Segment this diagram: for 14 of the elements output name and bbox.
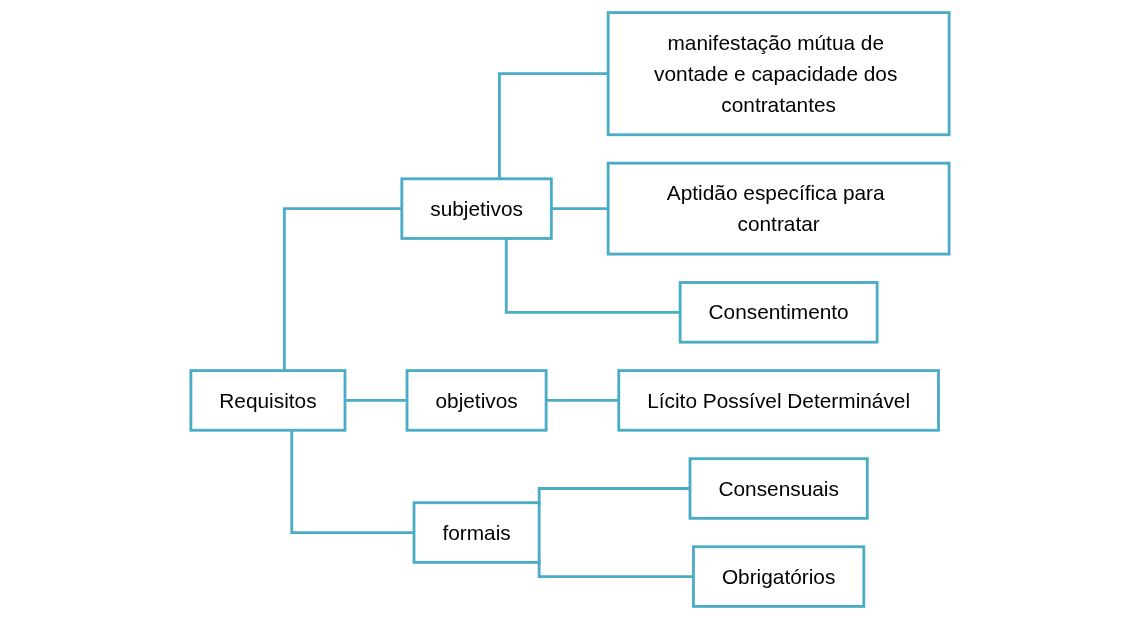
node-box: subjetivos bbox=[400, 177, 553, 240]
node-box: Aptidão específica para contratar bbox=[606, 161, 951, 256]
connector bbox=[290, 430, 414, 534]
connector bbox=[497, 72, 609, 179]
connector bbox=[282, 207, 402, 371]
node-box: Consensuais bbox=[688, 457, 869, 520]
node-box: Obrigatórios bbox=[692, 545, 866, 608]
node-box: Requisitos bbox=[189, 369, 347, 432]
node-box: Lícito Possível Determinável bbox=[617, 369, 940, 432]
connector bbox=[504, 238, 681, 314]
node-box: Consentimento bbox=[678, 281, 879, 344]
node-box: manifestação mútua de vontade e capacidade dos contratantes bbox=[606, 11, 951, 137]
node-box: formais bbox=[412, 501, 541, 564]
node-box: objetivos bbox=[405, 369, 548, 432]
